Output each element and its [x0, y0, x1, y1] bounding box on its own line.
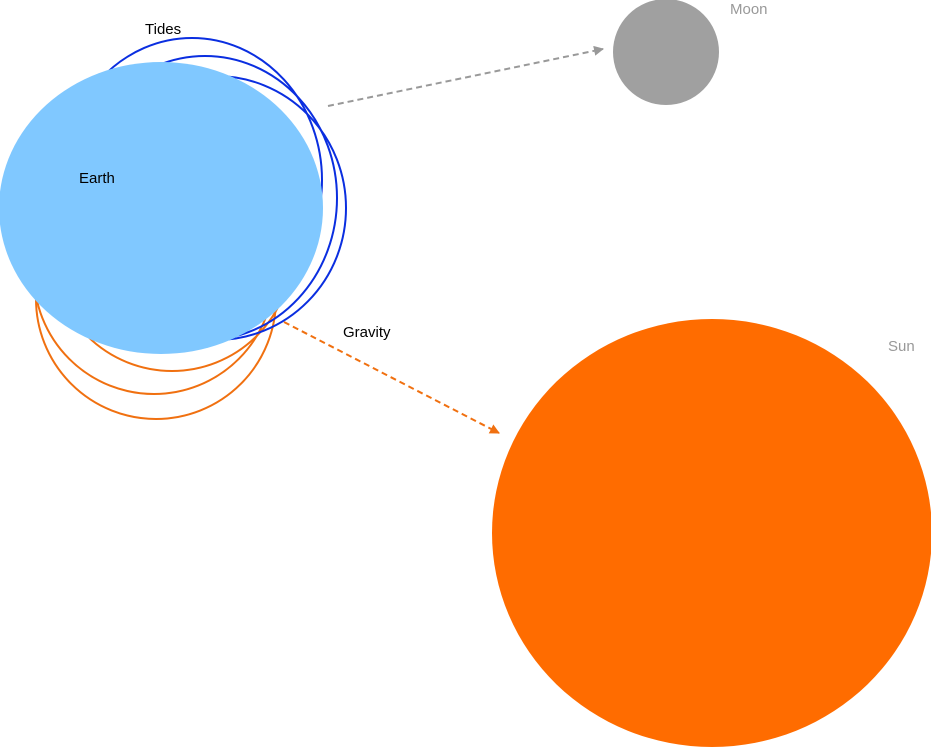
moon	[613, 0, 719, 105]
sun	[492, 319, 931, 747]
earth-label: Earth	[79, 170, 115, 187]
tides-label: Tides	[145, 21, 181, 38]
moon-gravity-arrow	[327, 45, 604, 107]
sun-label: Sun	[888, 338, 915, 355]
moon-label: Moon	[730, 1, 768, 18]
sun-gravity-arrow	[283, 321, 500, 434]
gravity-label: Gravity	[343, 324, 391, 341]
earth	[0, 62, 323, 354]
